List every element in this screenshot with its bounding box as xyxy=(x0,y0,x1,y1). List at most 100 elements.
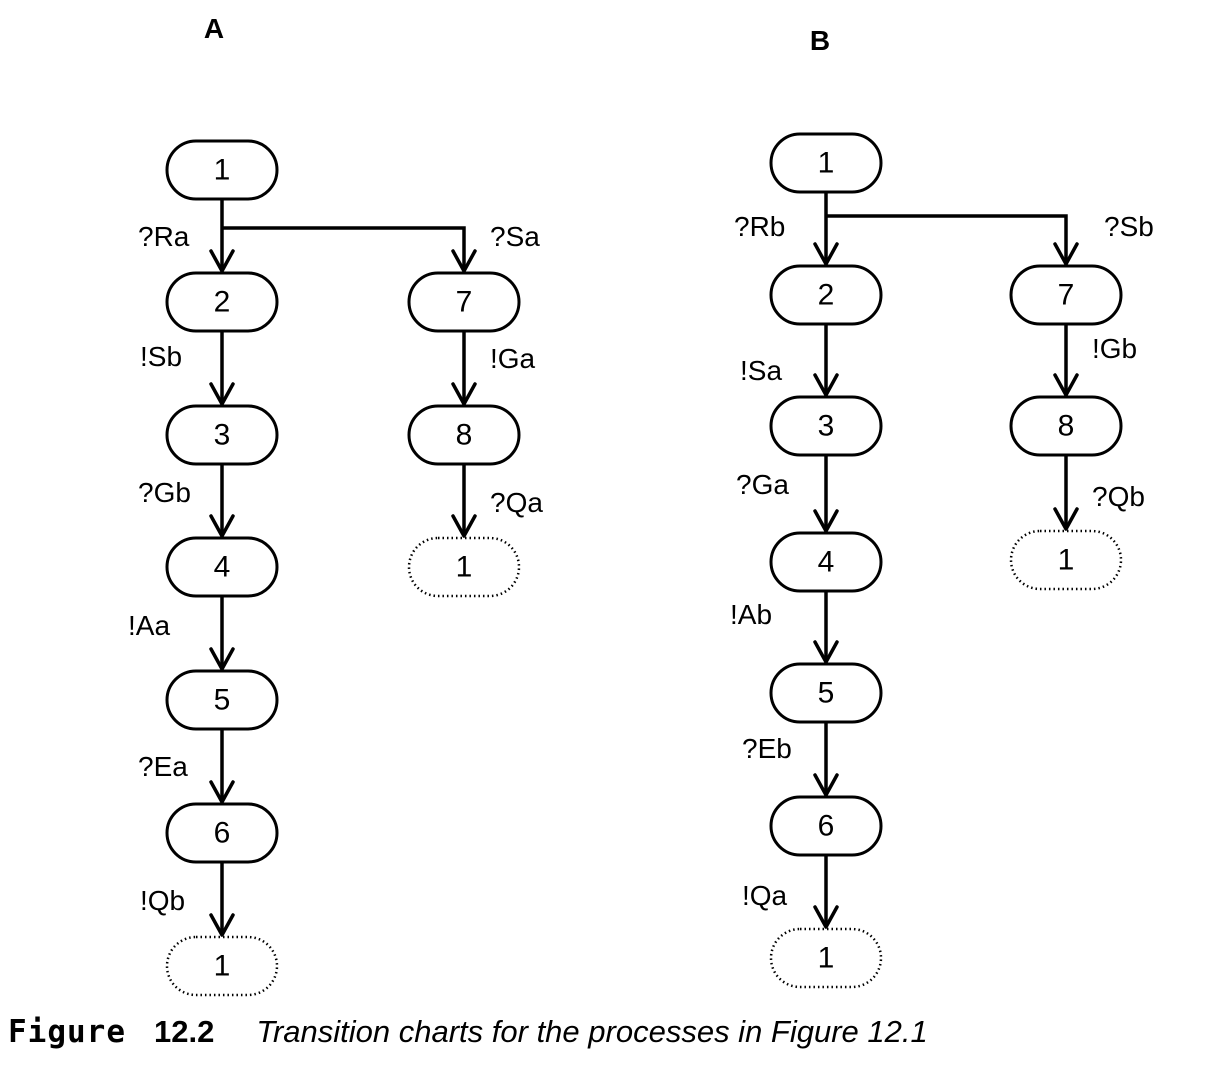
transition-label: !Qb xyxy=(140,885,185,916)
transition-edge: !Aa xyxy=(128,596,235,671)
state-box xyxy=(769,795,883,857)
state-node: 5 xyxy=(165,669,279,731)
state-node: 4 xyxy=(769,531,883,593)
state-node-reference: 1 xyxy=(1009,529,1123,591)
arrowhead-icon xyxy=(1053,373,1079,397)
state-box xyxy=(165,669,279,731)
transition-label: ?Sa xyxy=(490,221,540,252)
state-label: 1 xyxy=(818,147,835,180)
state-box xyxy=(769,395,883,457)
state-box xyxy=(165,536,279,598)
state-label: 1 xyxy=(456,551,473,584)
state-node: 1 xyxy=(165,139,279,201)
transition-label: !Sb xyxy=(140,341,182,372)
arrowhead-icon xyxy=(1053,507,1079,531)
state-label: 4 xyxy=(214,551,231,584)
transition-label: ?Rb xyxy=(734,211,785,242)
transition-edge: ?Eb xyxy=(742,722,839,797)
state-box xyxy=(769,132,883,194)
state-label: 2 xyxy=(214,286,231,319)
transition-edge: ?Qb xyxy=(1053,455,1145,531)
state-node: 5 xyxy=(769,662,883,724)
state-label: 2 xyxy=(818,279,835,312)
state-label: 8 xyxy=(1058,410,1075,443)
state-label: 6 xyxy=(818,810,835,843)
arrowhead-icon xyxy=(209,780,235,804)
state-label: 6 xyxy=(214,817,231,850)
transition-label: !Sa xyxy=(740,355,782,386)
arrowhead-icon xyxy=(209,382,235,406)
transition-label: !Ga xyxy=(490,343,536,374)
transition-edge: !Sa xyxy=(740,324,839,397)
transition-edge: !Ga xyxy=(451,331,536,406)
arrowhead-icon xyxy=(451,249,477,273)
state-node: 7 xyxy=(1009,264,1123,326)
arrowhead-icon xyxy=(813,640,839,664)
state-box xyxy=(769,662,883,724)
state-node-reference: 1 xyxy=(407,536,521,598)
transition-label: !Gb xyxy=(1092,333,1137,364)
transition-edge: ?Ea xyxy=(138,729,235,804)
state-node: 8 xyxy=(407,404,521,466)
state-label: 4 xyxy=(818,546,835,579)
caption-figure-number: 12.2 xyxy=(153,1014,215,1049)
transition-label: ?Ga xyxy=(736,469,789,500)
transition-edge: ?Gb xyxy=(138,464,235,538)
state-node: 2 xyxy=(769,264,883,326)
arrowhead-icon xyxy=(813,773,839,797)
arrowhead-icon xyxy=(209,249,235,273)
arrowhead-icon xyxy=(209,514,235,538)
state-node: 8 xyxy=(1009,395,1123,457)
transition-label: ?Qa xyxy=(490,487,543,518)
state-node-reference: 1 xyxy=(769,927,883,989)
transition-edge: ?Sa xyxy=(222,221,540,273)
state-box xyxy=(769,264,883,326)
transition-edge: !Qb xyxy=(140,862,235,937)
state-label: 3 xyxy=(214,419,231,452)
transition-edge: !Gb xyxy=(1053,324,1137,397)
transition-label: ?Eb xyxy=(742,733,792,764)
state-node: 6 xyxy=(165,802,279,864)
state-label: 3 xyxy=(818,410,835,443)
edge-branch-line xyxy=(222,226,466,271)
state-label: 7 xyxy=(1058,279,1075,312)
caption-text: Transition charts for the processes in F… xyxy=(256,1014,928,1049)
state-box xyxy=(165,139,279,201)
caption-figure-word: Figure xyxy=(8,1014,126,1050)
state-box xyxy=(1009,264,1123,326)
edge-branch-line xyxy=(826,214,1068,264)
transition-edge: ?Ra xyxy=(138,199,235,273)
state-node: 1 xyxy=(769,132,883,194)
transition-edge: ?Qa xyxy=(451,464,543,538)
state-label: 1 xyxy=(818,942,835,975)
state-box xyxy=(407,271,521,333)
state-label: 8 xyxy=(456,419,473,452)
figure-caption: Figure 12.2 Transition charts for the proc… xyxy=(8,1014,928,1050)
transition-edge: ?Ga xyxy=(736,455,839,533)
chart-b: B ?Rb ?Sb !Sa ?Ga !Ab ?Eb !Qa !Gb ?Qb 1 2 3 4 5 6 1 7 8 1 xyxy=(730,25,1154,989)
state-box xyxy=(407,404,521,466)
transition-label: ?Qb xyxy=(1092,481,1145,512)
state-label: 7 xyxy=(456,286,473,319)
arrowhead-icon xyxy=(813,242,839,266)
state-node: 6 xyxy=(769,795,883,857)
state-node: 3 xyxy=(769,395,883,457)
transition-edge: !Sb xyxy=(140,331,235,406)
transition-edge: !Ab xyxy=(730,591,839,664)
arrowhead-icon xyxy=(813,905,839,929)
state-box xyxy=(165,935,279,997)
state-node-reference: 1 xyxy=(165,935,279,997)
state-box xyxy=(1009,395,1123,457)
chart-title: B xyxy=(810,25,830,56)
state-label: 5 xyxy=(818,677,835,710)
state-label: 1 xyxy=(214,950,231,983)
state-box xyxy=(165,404,279,466)
state-label: 5 xyxy=(214,684,231,717)
transition-label: ?Gb xyxy=(138,477,191,508)
transition-edge: ?Sb xyxy=(826,211,1154,266)
transition-label: !Ab xyxy=(730,599,772,630)
state-label: 1 xyxy=(1058,544,1075,577)
transition-label: !Qa xyxy=(742,880,788,911)
